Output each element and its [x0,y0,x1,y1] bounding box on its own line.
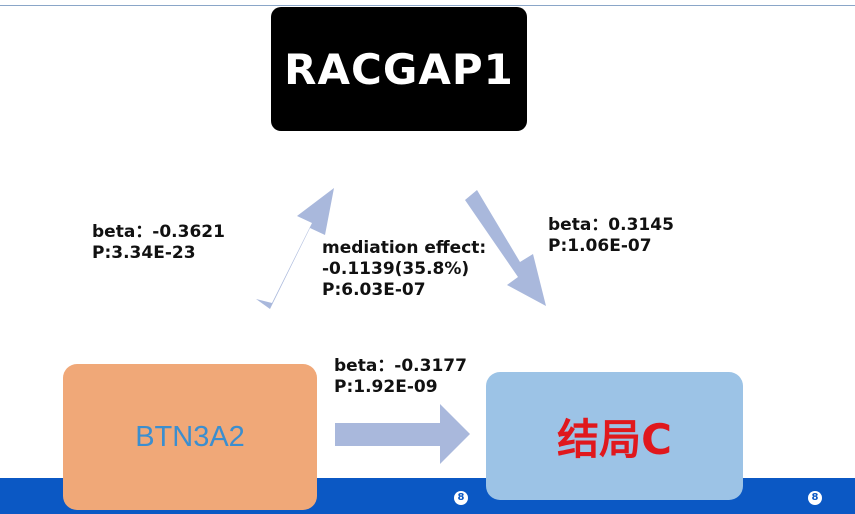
arrow-mediator-to-outcome [465,190,546,306]
beta-exposure-mediator: beta：-0.3621 [92,222,225,242]
mediation-value: -0.1139(35.8%) [322,259,470,279]
outcome-label: 结局C [557,414,672,464]
p-mediator-outcome: P:1.06E-07 [548,236,652,256]
label-exposure-mediator: beta：-0.3621 P:3.34E-23 [92,222,225,264]
p-direct: P:1.92E-09 [334,377,438,397]
footer-logo-left-icon: 8 [454,491,468,505]
beta-mediator-outcome: beta：0.3145 [548,215,674,235]
footer-logo-right-icon: 8 [808,491,822,505]
exposure-node-btn3a2: BTN3A2 [63,364,317,510]
outcome-node: 结局C [486,372,743,500]
mediation-title: mediation effect: [322,238,487,258]
mediator-label: RACGAP1 [284,44,514,94]
top-divider-line [0,5,855,6]
exposure-label: BTN3A2 [135,420,245,453]
p-exposure-mediator: P:3.34E-23 [92,243,196,263]
arrow-exposure-to-mediator [256,188,334,309]
mediation-p: P:6.03E-07 [322,280,426,300]
label-direct-effect: beta：-0.3177 P:1.92E-09 [334,356,467,398]
arrow-exposure-to-outcome [335,404,470,464]
beta-direct: beta：-0.3177 [334,356,467,376]
mediator-node-racgap1: RACGAP1 [271,7,527,131]
label-mediation-effect: mediation effect: -0.1139(35.8%) P:6.03E… [322,238,486,301]
label-mediator-outcome: beta：0.3145 P:1.06E-07 [548,215,674,257]
